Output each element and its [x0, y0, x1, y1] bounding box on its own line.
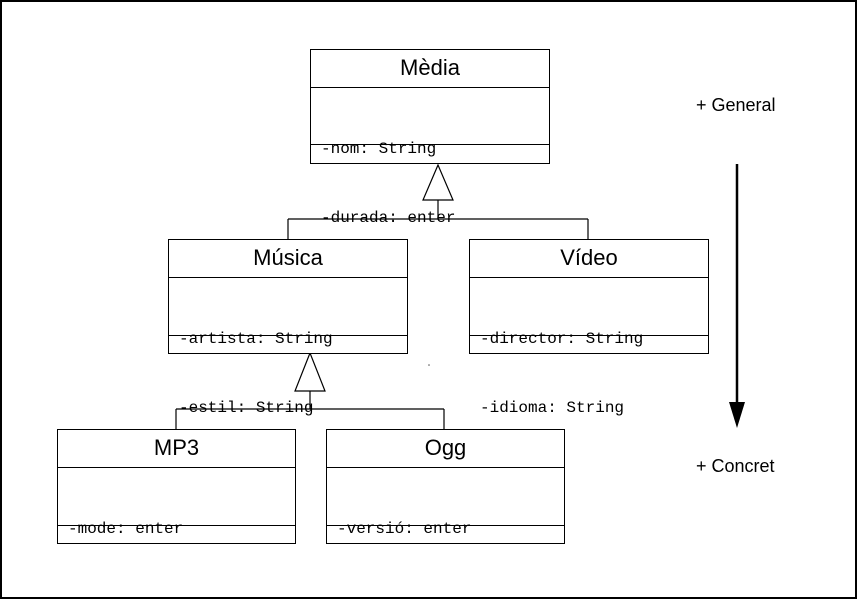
attribute: -versió: enter [337, 520, 472, 538]
abstraction-arrow-head [729, 402, 745, 428]
class-attributes: -versió: enter [327, 468, 564, 538]
stray-dot [428, 364, 430, 366]
class-media[interactable]: Mèdia -nom: String -durada: enter [310, 49, 550, 227]
attribute: -mode: enter [68, 520, 184, 538]
class-name: Vídeo [470, 240, 708, 278]
attribute: -durada: enter [321, 209, 456, 227]
attribute: -nom: String [321, 140, 437, 158]
class-name: MP3 [58, 430, 295, 468]
class-ogg[interactable]: Ogg -versió: enter [326, 429, 565, 544]
class-video[interactable]: Vídeo -director: String -idioma: String [469, 239, 709, 417]
class-name: Música [169, 240, 407, 278]
label-concret: + Concret [696, 456, 775, 476]
attribute: -director: String [480, 330, 644, 348]
class-attributes: -mode: enter [58, 468, 295, 538]
class-mp3[interactable]: MP3 -mode: enter [57, 429, 296, 544]
attribute: -artista: String [179, 330, 333, 348]
class-musica[interactable]: Música -artista: String -estil: String [168, 239, 408, 417]
class-attributes: -nom: String -durada: enter [311, 88, 549, 227]
class-attributes: -director: String -idioma: String [470, 278, 708, 417]
class-name: Mèdia [311, 50, 549, 88]
attribute: -idioma: String [480, 399, 625, 417]
class-attributes: -artista: String -estil: String [169, 278, 407, 417]
class-name: Ogg [327, 430, 564, 468]
attribute: -estil: String [179, 399, 314, 417]
label-general: + General [696, 95, 776, 115]
